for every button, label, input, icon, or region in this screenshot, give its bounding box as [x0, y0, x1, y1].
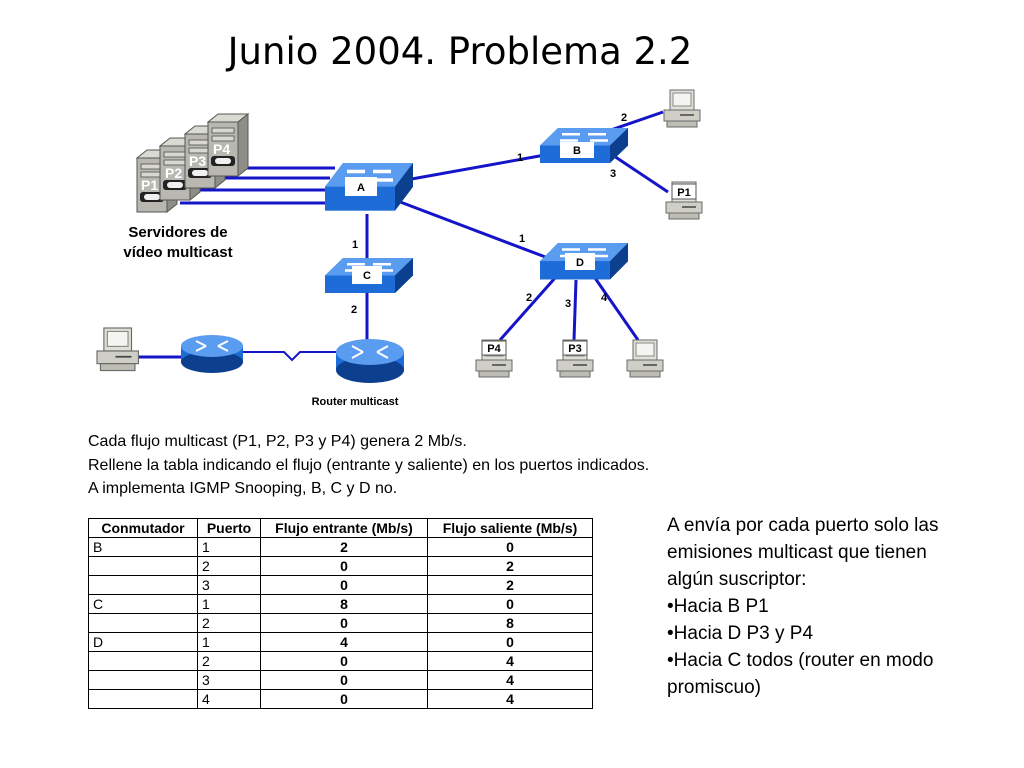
cell-flujo-saliente: 2 — [427, 556, 593, 576]
host-left — [96, 327, 140, 372]
switch-label-d: D — [576, 257, 584, 269]
port-c1: 1 — [352, 239, 358, 251]
port-d2: 2 — [526, 292, 532, 304]
header-conmutador: Conmutador — [88, 518, 198, 538]
cell-conmutador: C — [88, 594, 198, 614]
note-line: •Hacia D P3 y P4 — [667, 623, 814, 644]
note-line: A envía por cada puerto solo las — [667, 515, 939, 536]
cell-flujo-saliente: 0 — [427, 537, 593, 557]
explanation-notes: A envía por cada puerto solo las emision… — [667, 512, 987, 701]
cell-puerto: 1 — [197, 632, 261, 652]
router-multicast — [336, 339, 404, 383]
port-b3: 3 — [610, 168, 616, 180]
host-label-p1: P1 — [677, 187, 690, 199]
note-line: algún suscriptor: — [667, 569, 807, 590]
servers-caption-line1: Servidores de — [128, 224, 227, 241]
cell-flujo-entrante: 4 — [260, 632, 428, 652]
header-flujo-entrante: Flujo entrante (Mb/s) — [260, 518, 428, 538]
router-caption: Router multicast — [312, 396, 399, 408]
note-line: •Hacia B P1 — [667, 596, 769, 617]
host-b2 — [663, 89, 701, 128]
cell-puerto: 4 — [197, 689, 261, 709]
cell-conmutador — [88, 689, 198, 709]
cell-puerto: 1 — [197, 594, 261, 614]
port-c2: 2 — [351, 304, 357, 316]
cell-flujo-entrante: 0 — [260, 613, 428, 633]
server-label-p4: P4 — [213, 141, 230, 157]
cell-flujo-entrante: 0 — [260, 670, 428, 690]
cell-puerto: 3 — [197, 670, 261, 690]
cell-puerto: 2 — [197, 613, 261, 633]
description-line: Rellene la tabla indicando el flujo (ent… — [88, 456, 650, 474]
switch-label-c: C — [363, 270, 371, 282]
flow-table: Conmutador Puerto Flujo entrante (Mb/s) … — [88, 518, 593, 709]
port-d1: 1 — [519, 233, 525, 245]
server-label-p3: P3 — [189, 153, 206, 169]
cell-conmutador — [88, 651, 198, 671]
cell-flujo-saliente: 0 — [427, 594, 593, 614]
cell-flujo-saliente: 2 — [427, 575, 593, 595]
host-label-p3: P3 — [568, 343, 581, 355]
cell-conmutador — [88, 575, 198, 595]
description-line: Cada flujo multicast (P1, P2, P3 y P4) g… — [88, 433, 467, 450]
cell-conmutador — [88, 613, 198, 633]
header-flujo-saliente: Flujo saliente (Mb/s) — [427, 518, 593, 538]
cell-conmutador: D — [88, 632, 198, 652]
cell-puerto: 2 — [197, 556, 261, 576]
switch-label-b: B — [573, 145, 581, 157]
cell-conmutador: B — [88, 537, 198, 557]
serial-link — [240, 351, 338, 362]
problem-description: Cada flujo multicast (P1, P2, P3 y P4) g… — [88, 430, 649, 501]
network-diagram: P1 P2 P3 P4 Servidores de vídeo multicas… — [96, 89, 703, 408]
host-label-p4: P4 — [487, 343, 501, 355]
cell-flujo-entrante: 8 — [260, 594, 428, 614]
header-puerto: Puerto — [197, 518, 261, 538]
port-d3: 3 — [565, 298, 571, 310]
host-d4 — [626, 339, 664, 378]
server-label-p1: P1 — [141, 177, 158, 193]
server-label-p2: P2 — [165, 165, 182, 181]
cell-flujo-saliente: 4 — [427, 689, 593, 709]
cell-flujo-entrante: 0 — [260, 689, 428, 709]
cell-flujo-entrante: 0 — [260, 556, 428, 576]
slide-title: Junio 2004. Problema 2.2 — [227, 30, 693, 73]
cell-flujo-saliente: 4 — [427, 670, 593, 690]
servers-caption-line2: vídeo multicast — [123, 244, 232, 261]
port-b1: 1 — [517, 152, 523, 164]
cell-flujo-entrante: 0 — [260, 651, 428, 671]
cell-conmutador — [88, 670, 198, 690]
switch-label-a: A — [357, 182, 365, 194]
cell-conmutador — [88, 556, 198, 576]
note-line: promiscuo) — [667, 677, 761, 698]
router-left — [181, 335, 243, 373]
port-b2: 2 — [621, 112, 627, 124]
description-line: A implementa IGMP Snooping, B, C y D no. — [88, 480, 398, 497]
cell-flujo-saliente: 4 — [427, 651, 593, 671]
table-header-row: Conmutador Puerto Flujo entrante (Mb/s) … — [88, 518, 593, 538]
cell-flujo-saliente: 0 — [427, 632, 593, 652]
cell-puerto: 2 — [197, 651, 261, 671]
cell-flujo-saliente: 8 — [427, 613, 593, 633]
cell-flujo-entrante: 2 — [260, 537, 428, 557]
note-line: emisiones multicast que tienen — [667, 542, 927, 563]
note-line: •Hacia C todos (router en modo — [667, 650, 934, 671]
cell-puerto: 1 — [197, 537, 261, 557]
port-d4: 4 — [601, 292, 608, 304]
cell-flujo-entrante: 0 — [260, 575, 428, 595]
cell-puerto: 3 — [197, 575, 261, 595]
